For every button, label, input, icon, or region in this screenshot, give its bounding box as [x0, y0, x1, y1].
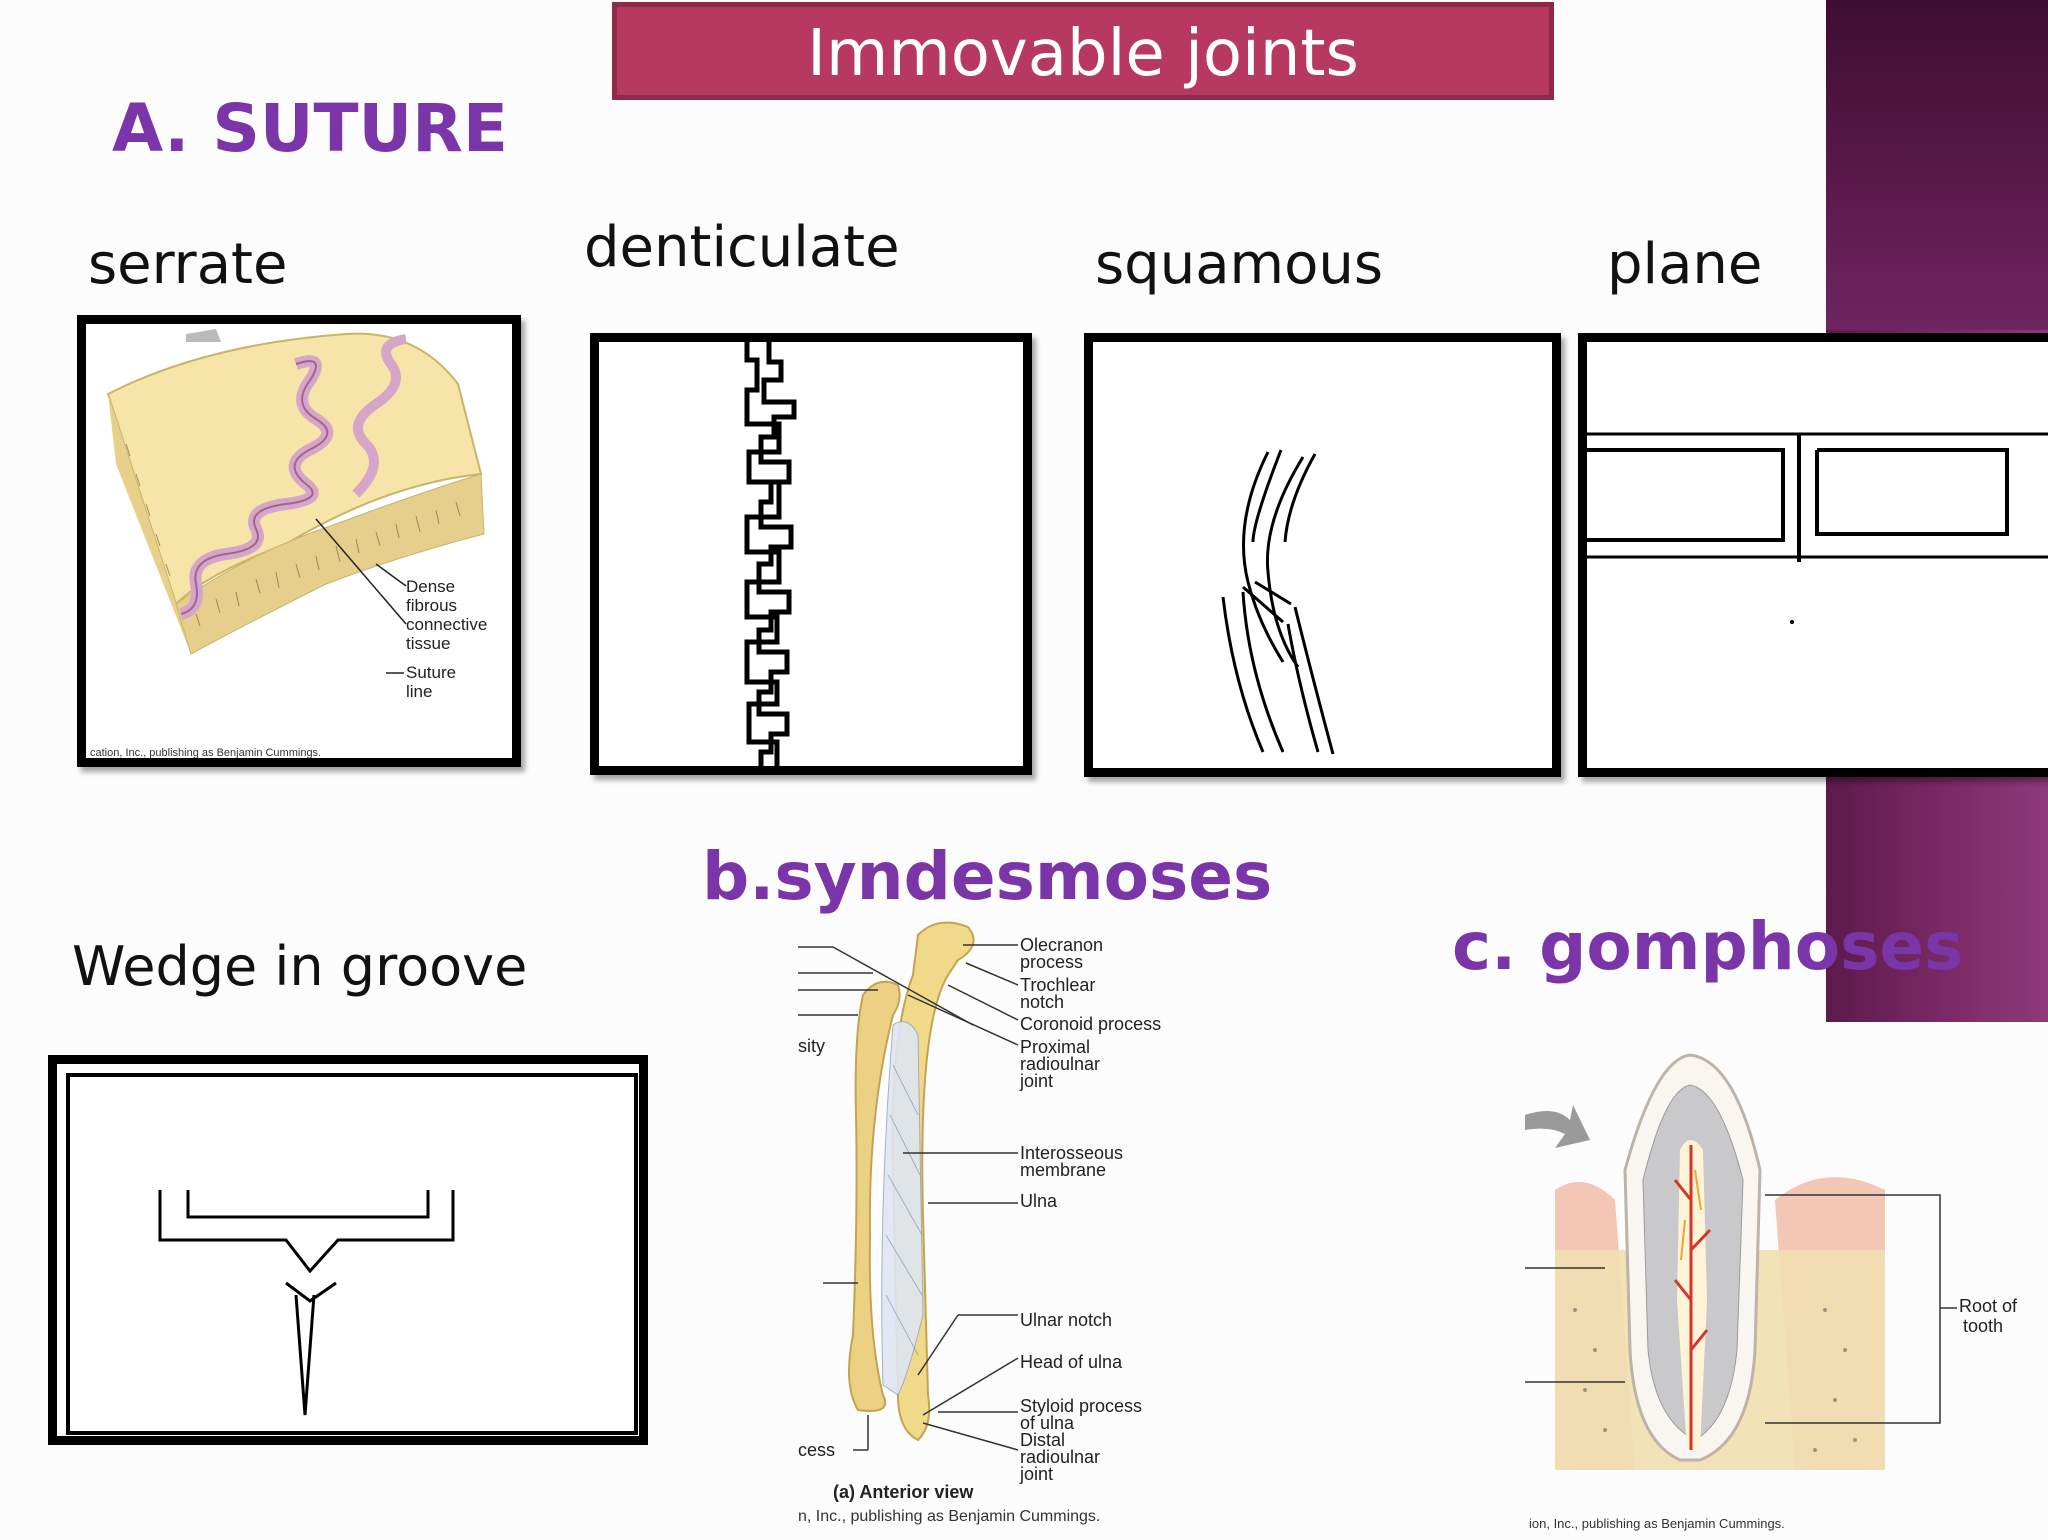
left-fragment-2: cess [798, 1440, 835, 1460]
ulna-label-3: Trochlear [1020, 975, 1095, 995]
label-wedge-in-groove: Wedge in groove [72, 935, 528, 998]
ulna-label-5: Coronoid process [1020, 1014, 1161, 1034]
squamous-figure [1084, 333, 1561, 777]
denticulate-figure [590, 333, 1032, 775]
section-a-heading: A. SUTURE [112, 90, 508, 167]
view-caption: (a) Anterior view [833, 1482, 974, 1502]
ulna-label-1: Olecranon [1020, 935, 1103, 955]
serrate-credit: cation, Inc., publishing as Benjamin Cum… [90, 747, 321, 758]
wedge-figure [48, 1055, 648, 1445]
ulna-label-8: joint [1019, 1071, 1053, 1091]
gomphoses-figure: Root of tooth ion, Inc., publishing as B… [1525, 1050, 2035, 1536]
plane-figure [1578, 333, 2048, 777]
serrate-figure: Dense fibrous connective tissue Suture l… [77, 315, 521, 767]
gomphoses-label-1: Root of [1959, 1296, 2018, 1316]
ulna-label-18: joint [1019, 1464, 1053, 1484]
label-denticulate: denticulate [584, 215, 900, 280]
gomphoses-credit: ion, Inc., publishing as Benjamin Cummin… [1529, 1516, 1785, 1531]
serrate-label-1: Dense [406, 577, 455, 596]
serrate-label-6: line [406, 682, 432, 701]
ulna-label-17: radioulnar [1020, 1447, 1100, 1467]
ulna-label-9: Interosseous [1020, 1143, 1123, 1163]
ulna-label-15: of ulna [1020, 1413, 1075, 1433]
ulna-label-14: Styloid process [1020, 1396, 1142, 1416]
ulna-label-11: Ulna [1020, 1191, 1058, 1211]
ulna-label-7: radioulnar [1020, 1054, 1100, 1074]
ulna-label-13: Head of ulna [1020, 1352, 1123, 1372]
label-serrate: serrate [88, 232, 288, 297]
ulna-label-4: notch [1020, 992, 1064, 1012]
section-c-heading: c. gomphoses [1452, 908, 1964, 985]
slide-title: Immovable joints [612, 2, 1554, 100]
section-b-heading: b.syndesmoses [702, 838, 1273, 915]
ulna-label-2: process [1020, 952, 1083, 972]
serrate-label-2: fibrous [406, 596, 457, 615]
serrate-label-3: connective [406, 615, 487, 634]
label-plane: plane [1607, 232, 1763, 297]
ulna-label-10: membrane [1020, 1160, 1106, 1180]
left-fragment-1: sity [798, 1036, 825, 1056]
ulna-label-6: Proximal [1020, 1037, 1090, 1057]
syndesmoses-figure: Olecranon process Trochlear notch Corono… [798, 915, 1218, 1535]
syndesmoses-credit: n, Inc., publishing as Benjamin Cummings… [798, 1508, 1100, 1525]
serrate-label-5: Suture [406, 663, 456, 682]
label-squamous: squamous [1095, 232, 1384, 297]
ulna-label-12: Ulnar notch [1020, 1310, 1112, 1330]
serrate-label-4: tissue [406, 634, 450, 653]
gomphoses-label-2: tooth [1963, 1316, 2003, 1336]
ulna-label-16: Distal [1020, 1430, 1065, 1450]
